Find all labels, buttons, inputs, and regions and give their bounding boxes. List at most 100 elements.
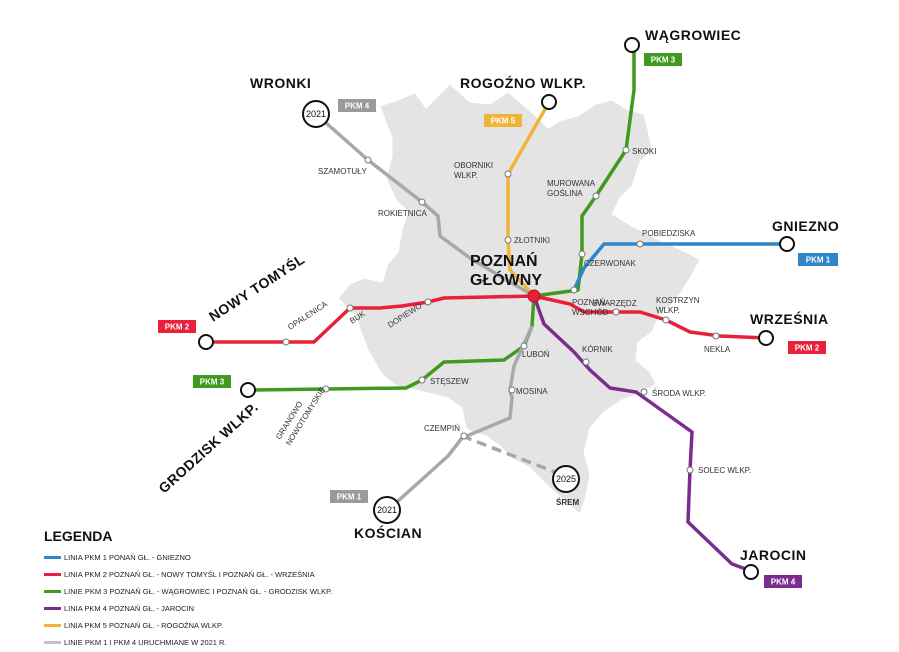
badge-grodzisk-label: PKM 3 <box>200 378 225 387</box>
legend-swatch <box>44 589 61 593</box>
hub-label-line2: GŁÓWNY <box>470 270 542 289</box>
station-label-murowana-2: GOŚLINA <box>547 189 583 198</box>
station-label-rokietnica: ROKIETNICA <box>378 209 428 218</box>
terminus-circle-wagrowiec <box>624 37 640 53</box>
station-label-opalenica: OPALENICA <box>286 299 329 332</box>
city-label-koscian: KOŚCIAN <box>354 524 422 541</box>
legend-swatch <box>44 572 61 576</box>
station-label-skoki: SKOKI <box>632 147 656 156</box>
station-label-lubon: LUBOŃ <box>522 350 550 359</box>
badge-wagrowiec-label: PKM 3 <box>651 56 676 65</box>
region-shape <box>337 83 701 515</box>
hub-label-line1: POZNAŃ <box>470 251 538 270</box>
legend-item-label: LINIE PKM 3 POZNAŃ GŁ. - WĄGROWIEC I POZ… <box>64 586 333 596</box>
station-dot-buk <box>346 304 354 312</box>
legend-item-label: LINIE PKM 1 I PKM 4 URUCHMIANE W 2021 R. <box>64 637 227 647</box>
station-label-poznan-wschod-1: POZNAŃ <box>572 298 606 307</box>
legend-item: LINIE PKM 1 I PKM 4 URUCHMIANE W 2021 R. <box>44 635 404 649</box>
station-dot-opalenica <box>282 338 290 346</box>
badge-koscian-label: PKM 1 <box>337 493 362 502</box>
terminus-circle-rogozno <box>541 94 557 110</box>
badge-koscian: PKM 1 <box>330 490 368 503</box>
line-pkm3-north <box>533 46 636 298</box>
terminus-circle-wronki <box>302 100 330 128</box>
station-label-kostrzyn-1: KOSTRZYN <box>656 296 700 305</box>
terminus-circle-gniezno <box>779 236 795 252</box>
station-label-mosina: MOSINA <box>516 387 548 396</box>
station-label-nekla: NEKLA <box>704 345 731 354</box>
legend-item: LINIE PKM 3 POZNAŃ GŁ. - WĄGROWIEC I POZ… <box>44 584 404 598</box>
map-canvas: 2021 2021 2025 PKM 4 PKM 5 PKM 3 PKM 1 P… <box>155 27 839 588</box>
legend-items: LINIA PKM 1 PONAŃ GŁ. - GNIEZNO LINIA PKM… <box>44 550 404 649</box>
line-future-srem <box>461 434 561 476</box>
station-label-swarzedz: SWARZĘDZ <box>592 299 637 308</box>
badge-wagrowiec: PKM 3 <box>644 53 682 66</box>
station-label-zlotniki: ZŁOTNIKI <box>514 236 550 245</box>
year-label-koscian: 2021 <box>377 505 397 515</box>
station-label-oborniki-2: WLKP. <box>454 171 478 180</box>
station-label-kornik: KÓRNIK <box>582 345 613 354</box>
station-dot-murowana <box>592 192 600 200</box>
station-dot-czempin <box>460 432 468 440</box>
station-dot-mosina <box>508 386 516 394</box>
badge-jarocin-label: PKM 4 <box>771 578 796 587</box>
station-dot-rokietnica <box>418 198 426 206</box>
station-label-oborniki-1: OBORNIKI <box>454 161 493 170</box>
station-dot-skoki <box>622 146 630 154</box>
station-label-kostrzyn-2: WLKP. <box>656 306 680 315</box>
line-pkm4 <box>532 295 755 574</box>
badge-wrzesnia: PKM 2 <box>788 341 826 354</box>
line-future-koscian <box>386 325 534 512</box>
city-label-gniezno: GNIEZNO <box>772 218 839 234</box>
legend-item: LINIA PKM 5 POZNAŃ GŁ. - ROGOŹNA WLKP. <box>44 618 404 632</box>
station-dot-zlotniki <box>504 236 512 244</box>
city-label-wrzesnia: WRZEŚNIA <box>750 310 829 327</box>
station-label-szamotuly: SZAMOTUŁY <box>318 167 368 176</box>
badge-wrzesnia-label: PKM 2 <box>795 344 820 353</box>
legend-item-label: LINIA PKM 4 POZNAŃ GŁ. - JAROCIN <box>64 603 195 613</box>
year-label-srem: 2025 <box>556 474 576 484</box>
station-dot-dopiewo <box>424 298 432 306</box>
legend-swatch <box>44 640 61 644</box>
line-future-wronki <box>314 112 535 298</box>
station-label-srem: ŚREM <box>556 498 579 507</box>
legend-item: LINIA PKM 2 POZNAŃ GŁ. - NOWY TOMYŚL I P… <box>44 567 404 581</box>
station-dot-poznan-wschod <box>570 286 578 294</box>
badge-gniezno: PKM 1 <box>798 253 838 266</box>
station-dot-nekla <box>712 332 720 340</box>
badge-nowy-tomysl: PKM 2 <box>158 320 196 333</box>
station-dot-swarzedz <box>612 308 620 316</box>
badge-jarocin: PKM 4 <box>764 575 802 588</box>
year-label-wronki: 2021 <box>306 109 326 119</box>
station-label-pobiedziska: POBIEDZISKA <box>642 229 696 238</box>
station-dot-pobiedziska <box>636 240 644 248</box>
station-dot-czerwonak <box>578 250 586 258</box>
station-dot-steszew <box>418 376 426 384</box>
station-label-solec: SOLEC WLKP. <box>698 466 751 475</box>
badge-wronki: PKM 4 <box>338 99 376 112</box>
terminus-circle-jarocin <box>743 564 759 580</box>
city-label-wagrowiec: WĄGROWIEC <box>645 27 741 43</box>
station-dot-oborniki <box>504 170 512 178</box>
city-label-grodzisk: GRODZISK WLKP. <box>155 399 261 497</box>
station-label-poznan-wschod-2: WSCHÓD <box>572 308 609 317</box>
terminus-circle-nowy-tomysl <box>198 334 214 350</box>
station-label-czempin: CZEMPIŃ <box>424 424 460 433</box>
terminus-circle-grodzisk <box>240 382 256 398</box>
legend-item-label: LINIA PKM 2 POZNAŃ GŁ. - NOWY TOMYŚL I P… <box>64 569 315 579</box>
terminus-circle-koscian <box>373 496 401 524</box>
city-label-jarocin: JAROCIN <box>740 547 807 563</box>
legend-item: LINIA PKM 1 PONAŃ GŁ. - GNIEZNO <box>44 550 404 564</box>
station-dot-granowo <box>322 385 330 393</box>
badge-wronki-label: PKM 4 <box>345 102 370 111</box>
station-dot-kornik <box>582 358 590 366</box>
station-dot-kostrzyn <box>662 316 670 324</box>
legend-swatch <box>44 606 61 610</box>
terminus-circle-wrzesnia <box>758 330 774 346</box>
station-label-steszew: STĘSZEW <box>430 377 469 386</box>
city-label-wronki: WRONKI <box>250 75 311 91</box>
legend-swatch <box>44 623 61 627</box>
station-dot-sroda <box>640 388 648 396</box>
legend-item-label: LINIA PKM 5 POZNAŃ GŁ. - ROGOŹNA WLKP. <box>64 620 224 630</box>
